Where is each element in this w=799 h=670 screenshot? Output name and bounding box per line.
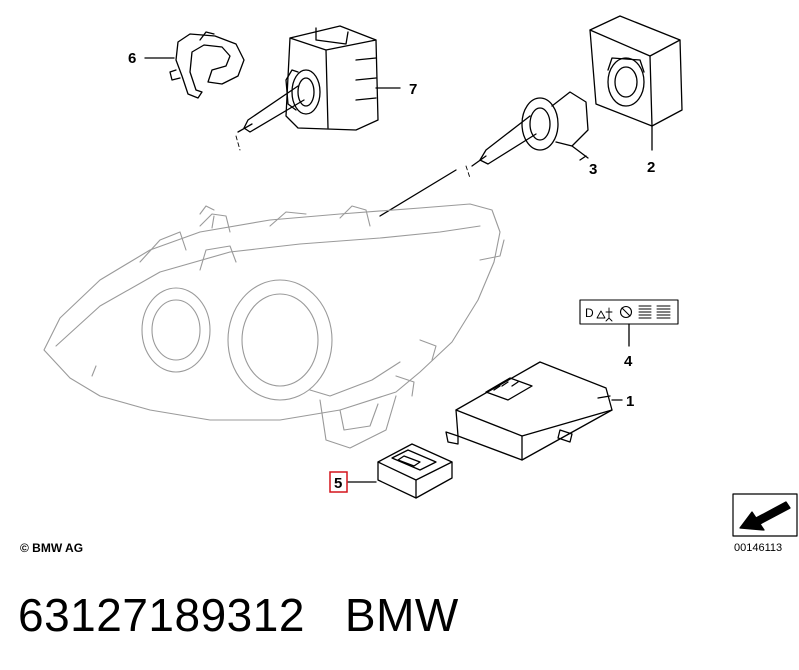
diagram-reference-number: 00146113 — [734, 542, 783, 554]
hazard-stripes-icon — [638, 305, 652, 319]
person-icon — [605, 307, 613, 322]
part-number: 63127189312 — [18, 589, 305, 641]
part-5-igniter-module — [377, 443, 453, 499]
part-caption: 63127189312 BMW — [18, 588, 459, 642]
callout-2: 2 — [647, 159, 655, 176]
person-warning-icon — [596, 310, 606, 319]
callout-7: 7 — [409, 81, 417, 98]
part-7-xenon-bulb-igniter — [237, 25, 379, 133]
callout-1: 1 — [626, 393, 634, 410]
headlight-housing — [43, 203, 505, 449]
callout-5[interactable]: 5 — [334, 475, 342, 492]
prohibited-icon — [619, 305, 633, 319]
part-6-retaining-clip — [169, 31, 245, 99]
brand-name: BMW — [344, 589, 459, 641]
label-letter-d: D — [585, 306, 594, 320]
callout-6: 6 — [128, 50, 136, 67]
hazard-stripes-icon — [656, 305, 671, 319]
guide-line — [465, 165, 471, 179]
callout-5-highlight-box — [329, 471, 348, 493]
copyright-text: © BMW AG — [20, 541, 84, 555]
part-2-igniter-socket — [589, 15, 683, 127]
reference-arrow-box — [732, 493, 798, 537]
callout-3-leader — [579, 155, 587, 161]
callout-3: 3 — [589, 161, 597, 178]
callout-4: 4 — [624, 353, 633, 370]
assembly-leader — [379, 169, 457, 217]
guide-line — [235, 135, 241, 151]
part-4-warning-label: D — [579, 299, 679, 325]
parts-diagram: D — [43, 15, 798, 537]
part-1-ballast-control-unit — [445, 361, 613, 461]
part-3-xenon-bulb — [471, 91, 589, 167]
